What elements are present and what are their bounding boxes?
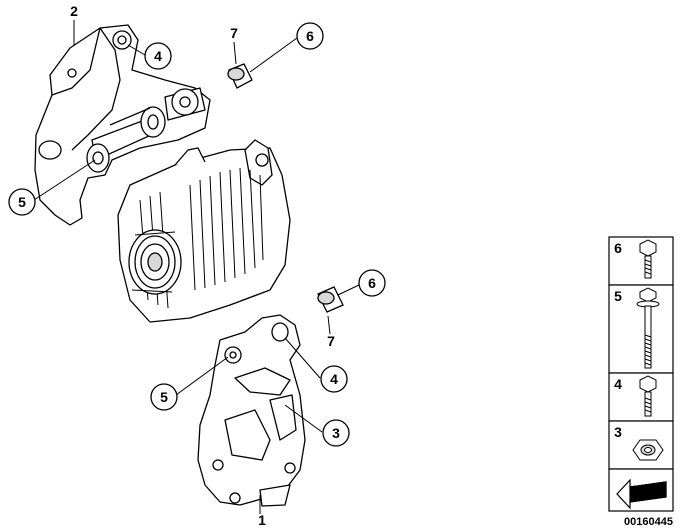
legend-number-6: 6	[614, 240, 622, 256]
long-bolt-icon	[636, 287, 660, 369]
svg-text:3: 3	[332, 425, 340, 441]
diagram-id: 00160445	[624, 516, 673, 528]
hex-bolt-short-icon	[639, 375, 657, 417]
hex-bolt-short-icon	[639, 239, 657, 279]
callout-7-bottom: 7	[327, 333, 335, 349]
svg-text:7: 7	[327, 333, 335, 349]
hex-nut-icon	[632, 439, 664, 461]
svg-text:2: 2	[70, 3, 78, 19]
callout-1: 1	[258, 512, 266, 528]
callout-5-top: 5	[8, 188, 36, 216]
bushing-top	[227, 63, 253, 89]
legend-number-4: 4	[614, 376, 622, 392]
lower-bracket	[197, 314, 306, 507]
callout-5-bottom: 5	[150, 383, 178, 411]
legend-number-5: 5	[614, 288, 622, 304]
callout-2: 2	[70, 3, 78, 19]
bushing-bottom	[317, 286, 344, 313]
svg-text:7: 7	[230, 25, 238, 41]
callout-3: 3	[322, 419, 350, 447]
callout-4-top: 4	[144, 42, 172, 70]
svg-text:6: 6	[368, 275, 376, 291]
callout-6-top: 6	[296, 22, 324, 50]
leader-lines	[33, 20, 362, 514]
arrow-icon	[616, 478, 667, 510]
parts-legend	[608, 236, 674, 512]
legend-number-3: 3	[614, 424, 622, 440]
svg-text:6: 6	[306, 28, 314, 44]
svg-text:4: 4	[154, 48, 162, 64]
upper-bracket	[34, 24, 211, 226]
svg-text:1: 1	[258, 512, 266, 528]
callout-7-top: 7	[230, 25, 238, 41]
alternator	[117, 139, 291, 323]
callout-4-bottom: 4	[320, 365, 348, 393]
svg-text:5: 5	[160, 389, 168, 405]
svg-text:4: 4	[330, 371, 338, 387]
svg-text:5: 5	[18, 194, 26, 210]
callout-6-bottom: 6	[358, 269, 386, 297]
